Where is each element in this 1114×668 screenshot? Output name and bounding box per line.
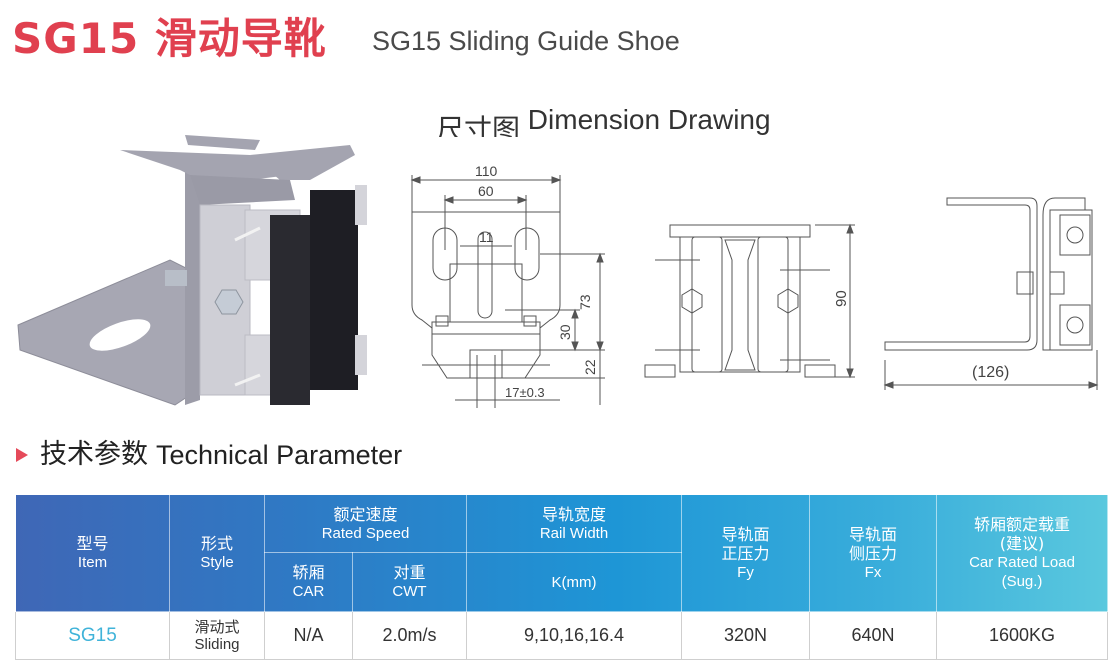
cell-rail-width: 9,10,16,16.4 — [466, 611, 683, 660]
side-view-drawing: 90 — [640, 215, 870, 390]
svg-text:22: 22 — [582, 359, 598, 375]
cell-car: N/A — [264, 611, 353, 660]
profile-view-drawing: (126) — [875, 190, 1114, 405]
product-title-cn: SG15 滑动导靴 — [12, 14, 327, 63]
technical-heading-en: Technical Parameter — [156, 440, 403, 470]
dimension-heading-cn: 尺寸图 — [436, 113, 521, 137]
svg-text:30: 30 — [557, 324, 573, 340]
technical-parameter-heading: 技术参数 Technical Parameter — [14, 438, 402, 472]
svg-text:73: 73 — [577, 294, 593, 310]
dim-90: 90 — [833, 290, 850, 307]
cell-load: 1600KG — [936, 611, 1109, 660]
header-k: K(mm) — [466, 552, 683, 612]
front-view-drawing: 110 60 11 73 30 22 — [400, 150, 620, 415]
product-photo — [10, 110, 390, 420]
dimension-drawing-heading: 尺寸图 Dimension Drawing — [436, 103, 771, 137]
dimension-heading-en: Dimension Drawing — [527, 104, 771, 135]
dim-126: (126) — [972, 364, 1009, 381]
svg-text:60: 60 — [478, 183, 494, 199]
triangle-bullet-icon — [16, 448, 28, 462]
cell-model: SG15 — [15, 611, 170, 660]
header-car-rated-load: 轿厢额定载重(建议)Car Rated Load(Sug.) — [936, 494, 1109, 612]
technical-heading-cn: 技术参数 — [40, 439, 148, 470]
svg-text:11: 11 — [479, 229, 494, 245]
svg-text:17±0.3: 17±0.3 — [505, 385, 545, 400]
product-title-en: SG15 Sliding Guide Shoe — [372, 26, 680, 56]
cell-fx: 640N — [809, 611, 938, 660]
cell-cwt: 2.0m/s — [351, 611, 468, 660]
cell-fy: 320N — [681, 611, 811, 660]
dim-110: 110 — [475, 163, 498, 179]
